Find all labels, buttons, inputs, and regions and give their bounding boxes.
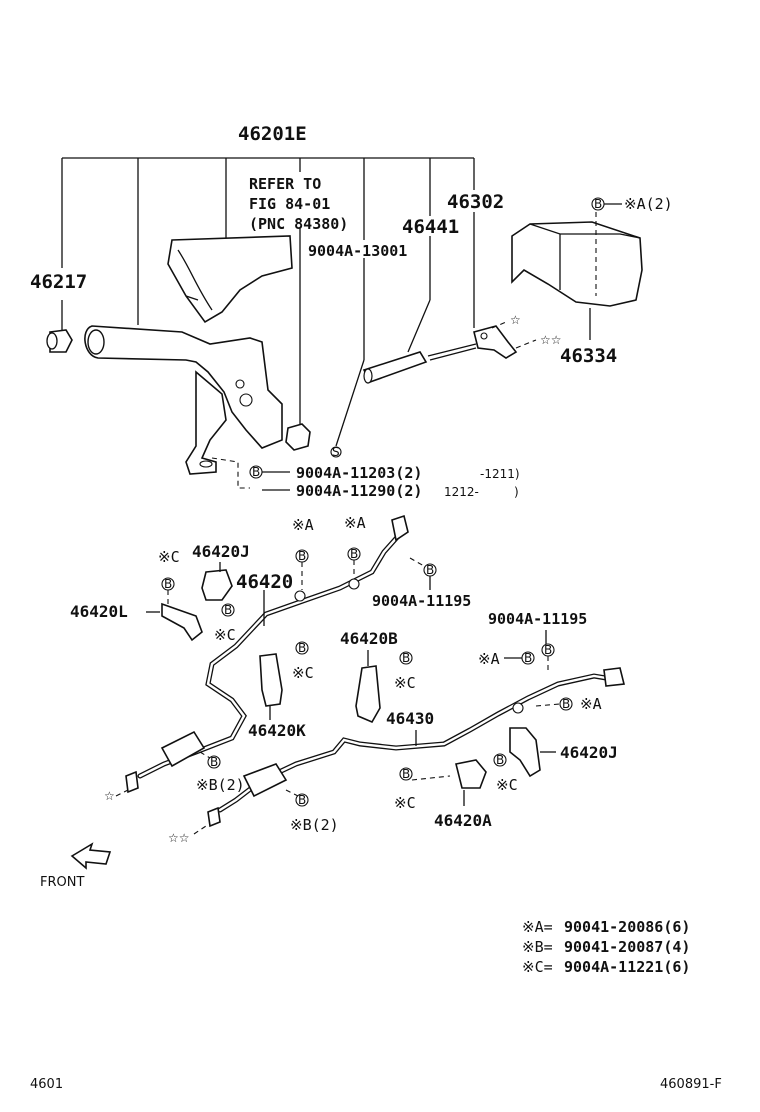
rod-part-number[interactable]: 46441: [402, 216, 459, 238]
assembly-part-number[interactable]: 46201E: [238, 123, 307, 145]
rod-illustration: [362, 343, 477, 384]
right-bolt-part-number[interactable]: 9004A-11195: [488, 610, 587, 628]
mid-bolt-part-number[interactable]: 9004A-11195: [372, 592, 471, 610]
legend-key-c: ※C=: [522, 958, 553, 976]
legend-value-b[interactable]: 90041-20087(4): [564, 938, 690, 956]
front-direction-arrow-icon: [70, 842, 112, 870]
mid-bolt-b-mark: B: [426, 563, 434, 577]
refer-note-line1: REFER TO: [249, 175, 321, 193]
bolt-lower-2-range-left: 1212-: [444, 485, 479, 499]
bolt-b-mark-lower: B: [252, 465, 260, 479]
clamp-b-b-mark: B: [402, 651, 410, 665]
front-cable-part-number[interactable]: 46420: [236, 571, 293, 593]
front-direction-label: FRONT: [40, 875, 84, 890]
refer-note-line2[interactable]: FIG 84-01: [249, 195, 330, 213]
legend-key-b: ※B=: [522, 938, 553, 956]
front-cable-illustration: [125, 514, 409, 794]
cover-illustration: B: [511, 197, 643, 340]
bracket-illustration: ☆ ☆☆: [473, 313, 562, 359]
right-b-mark-2: B: [544, 643, 552, 657]
front-cable-lower-callout-b2: ※B(2): [196, 776, 245, 794]
bolt-lower-1-range: -1211): [480, 467, 520, 481]
front-cable-b-mark-left: B: [298, 549, 306, 563]
clamp-k-part-number[interactable]: 46420K: [248, 721, 306, 740]
legend-value-a[interactable]: 90041-20086(6): [564, 918, 690, 936]
right-b-mark-3: B: [562, 697, 570, 711]
front-cable-lower-b-mark: B: [210, 755, 218, 769]
bracket-part-number[interactable]: 46302: [447, 191, 504, 213]
clamp-j-right-part-number[interactable]: 46420J: [560, 743, 618, 762]
clamp-a-callout-c: ※C: [394, 794, 416, 812]
rear-cable-lower-b-mark: B: [298, 793, 306, 807]
rear-cable-lower-callout-b2: ※B(2): [290, 816, 339, 834]
right-callout-a-mid: ※A: [580, 695, 602, 713]
bracket-star-2: ☆☆: [540, 333, 562, 347]
bolt-s-mark: S: [332, 445, 340, 459]
clamp-j-right-callout-c: ※C: [496, 776, 518, 794]
rear-cable-illustration: [207, 667, 625, 828]
clamp-l-part-number[interactable]: 46420L: [70, 602, 128, 621]
front-cable-b-mark-right: B: [350, 547, 358, 561]
clamp-j-left-part-number[interactable]: 46420J: [192, 542, 250, 561]
cover-callout-a2: ※A(2): [624, 195, 673, 213]
clamp-b-callout-c: ※C: [394, 674, 416, 692]
refer-note-line3[interactable]: (PNC 84380): [249, 215, 348, 233]
clamp-b-illustration: [355, 665, 381, 724]
lever-assembly-illustration: S: [84, 325, 342, 475]
bolt-top-part-number[interactable]: 9004A-13001: [308, 242, 407, 260]
bracket-star-1: ☆: [510, 313, 521, 327]
front-cable-callout-a-left: ※A: [292, 516, 314, 534]
illustration-id: 460891-F: [660, 1077, 722, 1092]
clamp-l-b-mark: B: [164, 577, 172, 591]
clamp-j-left-illustration: [201, 569, 233, 601]
lower-bolt-dashed-leader: [211, 457, 250, 489]
cover-part-number[interactable]: 46334: [560, 345, 617, 367]
clamp-l-callout-c: ※C: [158, 548, 180, 566]
bolt-lower-2-part-number[interactable]: 9004A-11290(2): [296, 482, 422, 500]
right-callout-a-top: ※A: [478, 650, 500, 668]
legend-key-a: ※A=: [522, 918, 553, 936]
clamp-a-part-number[interactable]: 46420A: [434, 811, 492, 830]
clamp-a-illustration: [455, 759, 487, 789]
right-b-mark-1: B: [524, 651, 532, 665]
rear-cable-part-number[interactable]: 46430: [386, 709, 434, 728]
rear-cable-stars: ☆☆: [168, 831, 190, 845]
clamp-b-part-number[interactable]: 46420B: [340, 629, 398, 648]
knob-part-number[interactable]: 46217: [30, 271, 87, 293]
lever-boot-illustration: [167, 235, 293, 324]
clamp-j-left-b-mark: B: [224, 603, 232, 617]
cover-bolt-b-mark: B: [594, 197, 602, 211]
knob-illustration: [46, 329, 73, 353]
clamp-k-illustration: [259, 653, 283, 707]
clamp-j-right-b-mark: B: [496, 753, 504, 767]
clamp-k-callout-c: ※C: [292, 664, 314, 682]
bolt-lower-2-range-right: ): [514, 485, 519, 499]
clamp-a-b-mark: B: [402, 767, 410, 781]
legend-value-c[interactable]: 9004A-11221(6): [564, 958, 690, 976]
callout-legend: ※A= 90041-20086(6) ※B= 90041-20087(4) ※C…: [522, 918, 690, 976]
front-cable-callout-a-right: ※A: [344, 514, 366, 532]
clamp-j-left-callout-c: ※C: [214, 626, 236, 644]
clamp-k-b-mark: B: [298, 641, 306, 655]
bolt-lower-1-part-number[interactable]: 9004A-11203(2): [296, 464, 422, 482]
figure-number: 4601: [30, 1077, 63, 1092]
assembly-leader-lines: [61, 157, 475, 447]
front-cable-star: ☆: [104, 789, 115, 803]
clamp-l-illustration: [161, 602, 203, 642]
clamp-j-right-illustration: [509, 727, 541, 778]
